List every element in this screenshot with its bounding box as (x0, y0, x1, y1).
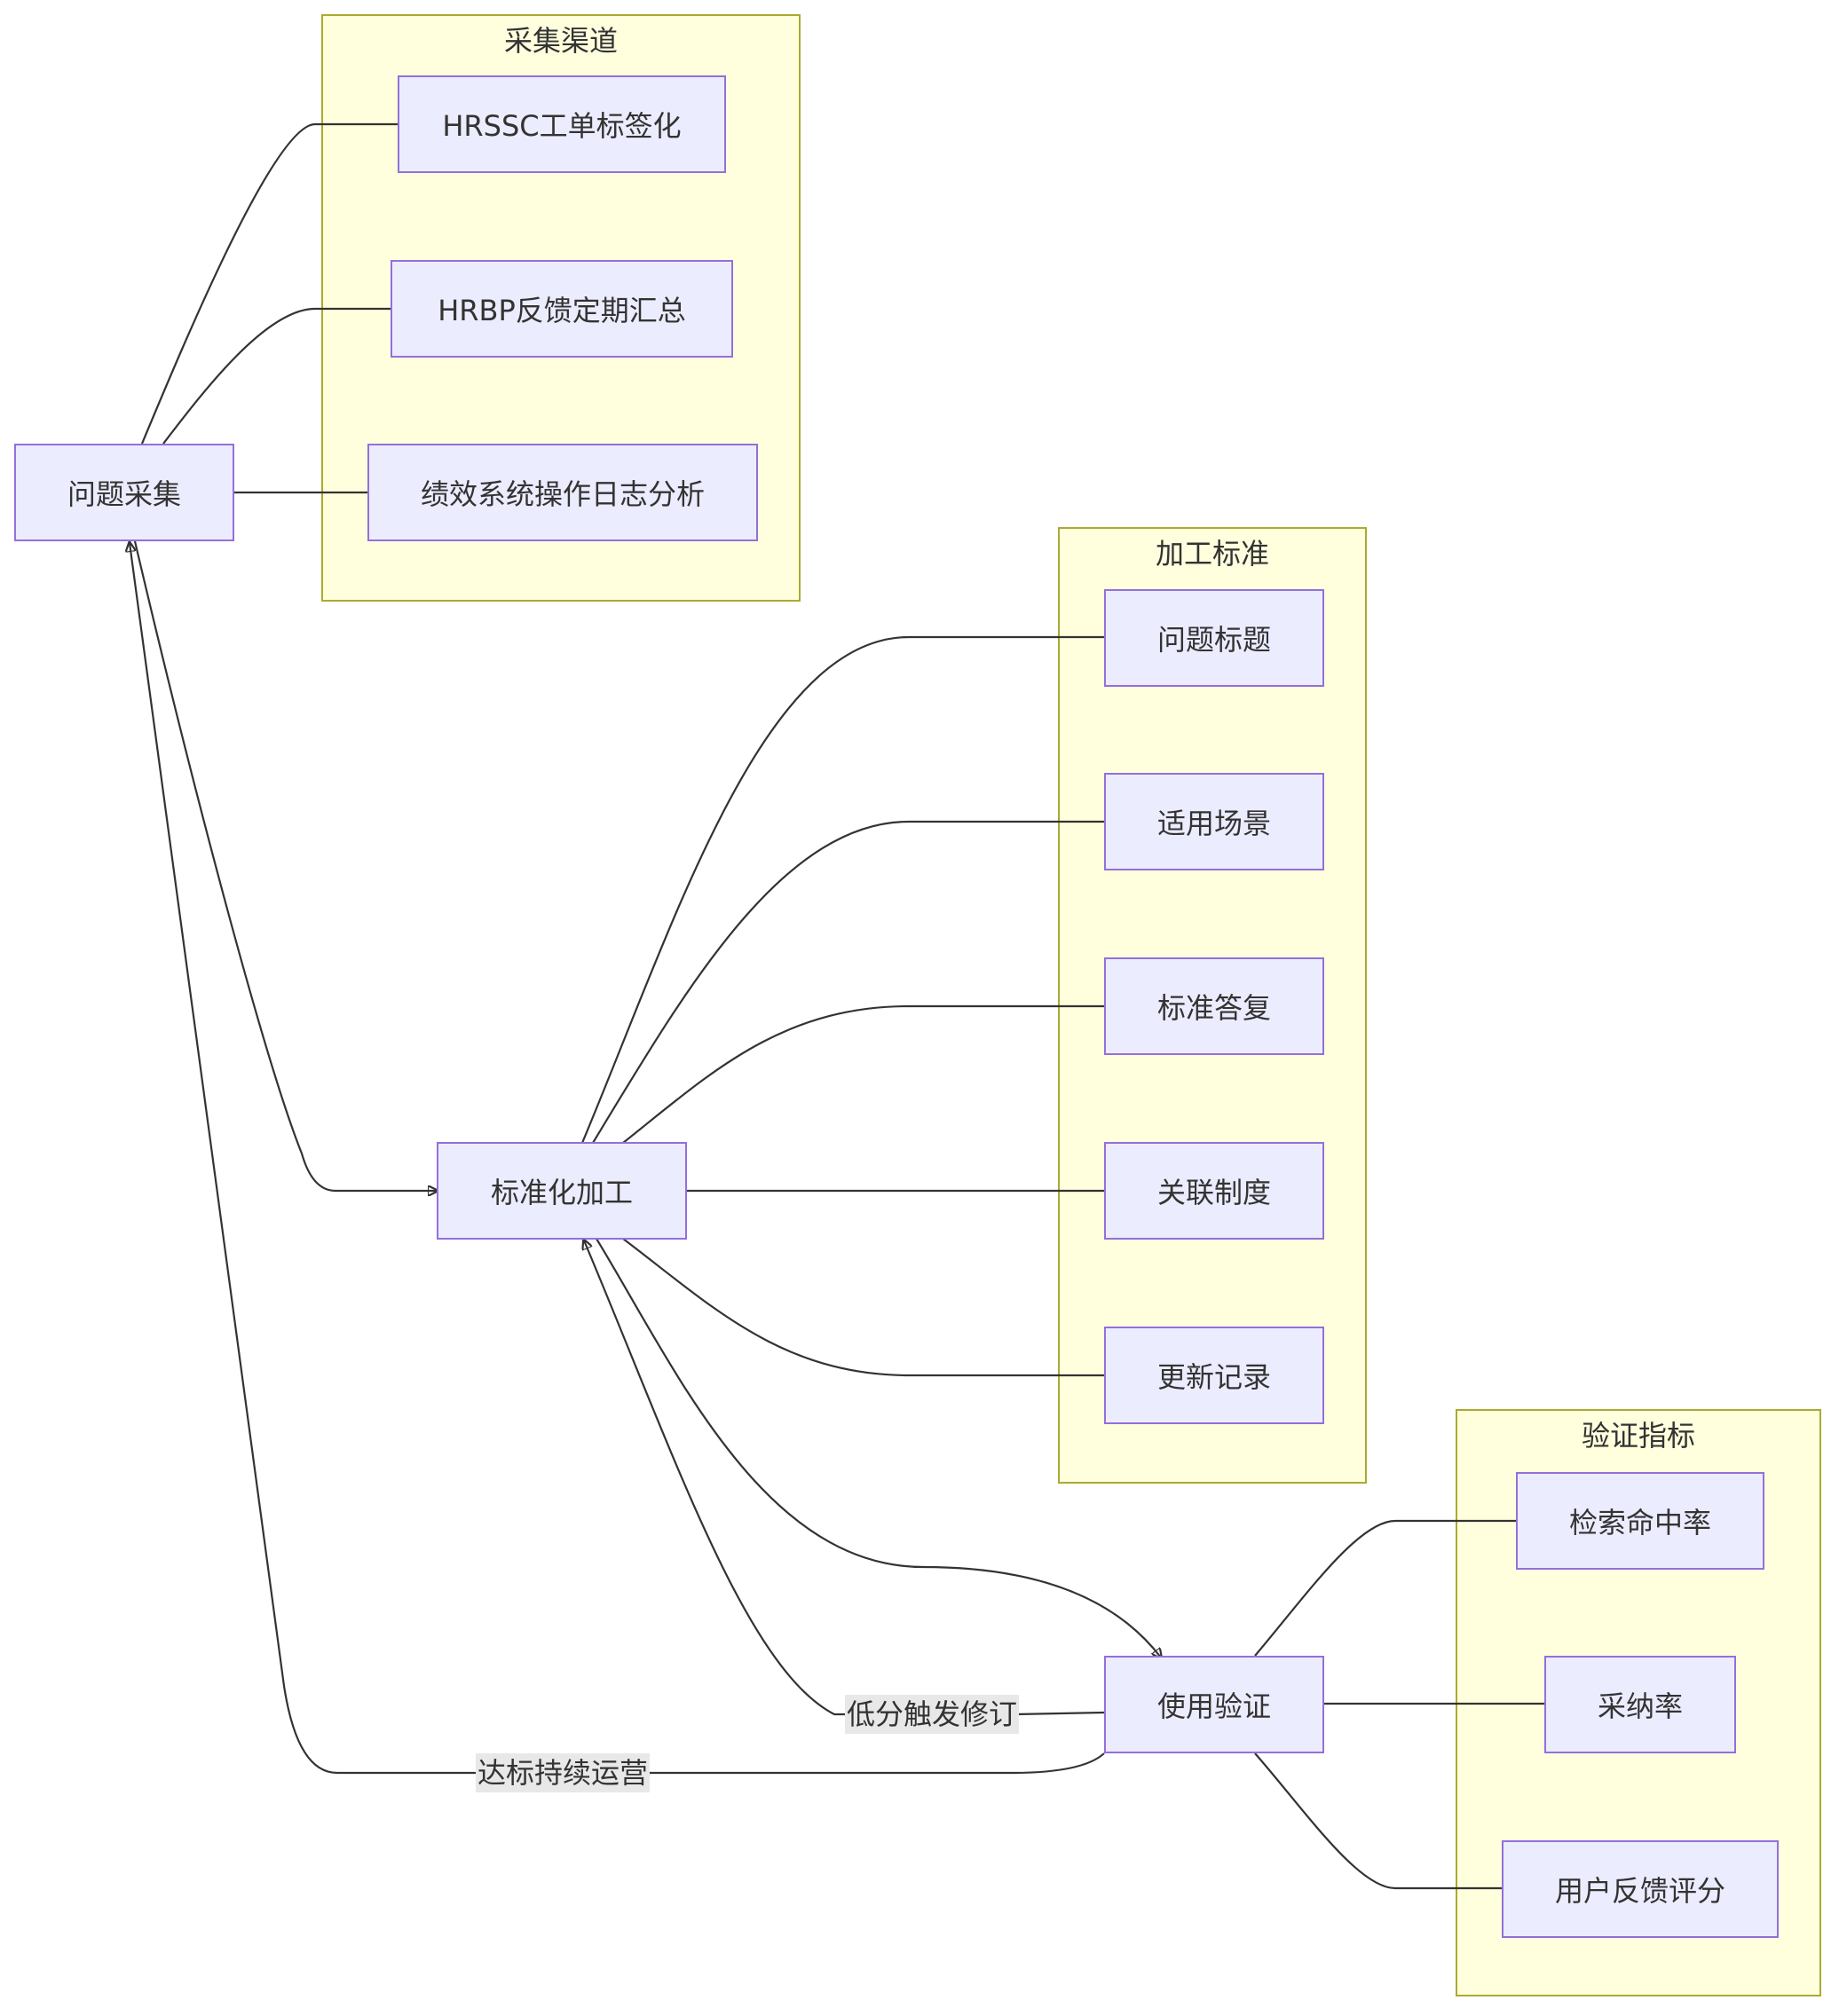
edge-collection-to-hrssc (140, 122, 398, 445)
node-issue-title[interactable]: 问题标题 (1104, 589, 1324, 687)
node-perf-system-log-analysis[interactable]: 绩效系统操作日志分析 (367, 444, 758, 541)
node-user-feedback-score[interactable]: 用户反馈评分 (1502, 1840, 1779, 1938)
node-hrbp-feedback-summary[interactable]: HRBP反馈定期汇总 (391, 260, 733, 358)
edge-processing-to-record (622, 1238, 1104, 1377)
edge-collection-to-processing (133, 540, 437, 1191)
node-update-record[interactable]: 更新记录 (1104, 1327, 1324, 1424)
edge-validation-to-feedback (1254, 1752, 1502, 1890)
edge-validation-to-processing-revision (584, 1240, 1105, 1716)
cluster-title: 采集渠道 (503, 24, 618, 58)
node-adoption-rate[interactable]: 采纳率 (1544, 1656, 1736, 1753)
node-standard-reply[interactable]: 标准答复 (1104, 957, 1324, 1055)
node-applicable-scenario[interactable]: 适用场景 (1104, 773, 1324, 870)
node-usage-validation[interactable]: 使用验证 (1104, 1656, 1324, 1753)
cluster-title: 加工标准 (1155, 537, 1269, 571)
edge-processing-to-title (580, 635, 1104, 1144)
edge-processing-to-validation (596, 1238, 1161, 1658)
edge-label-meet-target-continue: 达标持续运营 (476, 1753, 651, 1792)
edge-processing-to-scenario (592, 820, 1104, 1144)
edge-processing-to-reply (622, 1004, 1104, 1144)
edge-validation-to-hitrate (1254, 1519, 1516, 1657)
edge-validation-to-collection-continue (130, 543, 1105, 1775)
edge-label-low-score-revision: 低分触发修订 (845, 1695, 1020, 1734)
cluster-title: 验证指标 (1581, 1419, 1695, 1453)
node-issue-collection[interactable]: 问题采集 (14, 444, 234, 541)
node-related-policy[interactable]: 关联制度 (1104, 1142, 1324, 1240)
node-standardized-processing[interactable]: 标准化加工 (437, 1142, 687, 1240)
node-retrieval-hit-rate[interactable]: 检索命中率 (1516, 1472, 1764, 1570)
node-hrssc-ticket-tagging[interactable]: HRSSC工单标签化 (398, 75, 726, 173)
edge-collection-to-hrbp (162, 307, 391, 445)
